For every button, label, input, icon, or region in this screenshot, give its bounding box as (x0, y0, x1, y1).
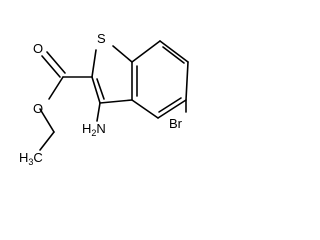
carbonyl-oxygen-label: O (33, 41, 43, 56)
methyl-subscript: 3 (28, 157, 33, 167)
bond-s-c2 (91, 49, 97, 78)
amino-group-label: H2N (82, 121, 106, 138)
amino-n-label: N (96, 121, 105, 136)
bond-c5-c4-inner (158, 97, 182, 113)
bond-carbonyl-ester-o (48, 76, 64, 100)
bond-c7a-c7 (131, 40, 161, 63)
methyl-h-label: H (19, 150, 28, 165)
amino-subscript: 2 (91, 128, 96, 138)
amino-h-label: H (82, 121, 91, 136)
bond-c7-c6 (159, 40, 189, 63)
bond-c4-c3a (131, 99, 159, 119)
bond-c2-c3 (91, 76, 101, 104)
bond-s-c7a (112, 45, 133, 63)
methyl-group-label: H3C (19, 150, 43, 167)
bond-c5-c4 (157, 99, 187, 119)
sulfur-atom-label: S (97, 31, 106, 46)
bond-ester-o-ch2 (39, 108, 55, 133)
structure-diagram: S O O Br H2N H3C (19, 31, 189, 167)
ester-oxygen-label: O (33, 101, 43, 116)
methyl-c-label: C (33, 150, 42, 165)
bond-c3-n (96, 102, 101, 122)
bond-carbonyl-o-double-b (46, 51, 66, 74)
bond-carbonyl-o-double-a (41, 55, 61, 78)
structure-canvas: S O O Br H2N H3C (19, 31, 189, 167)
bromine-atom-label: Br (169, 116, 183, 131)
bond-ch2-ch3 (39, 131, 55, 151)
bond-c6-c6-inner (162, 46, 185, 64)
bond-c2-c3-inner (96, 78, 105, 100)
bond-c6-c5 (185, 61, 189, 101)
bond-c3-c3a (99, 99, 133, 104)
